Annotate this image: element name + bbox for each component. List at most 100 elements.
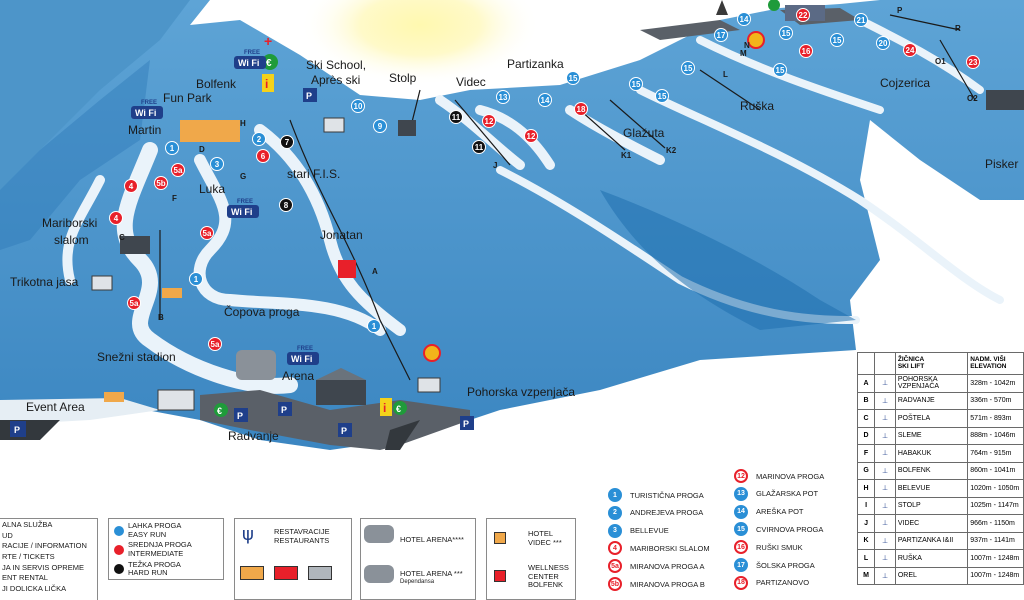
trail-marker: 5b	[154, 176, 168, 190]
service-legend-item: RACIJE / INFORMATION	[2, 541, 87, 551]
trail-marker: 1	[367, 319, 381, 333]
trail-marker: 6	[256, 149, 270, 163]
lift-letter: B	[158, 313, 164, 322]
trail-marker: 17	[714, 28, 728, 42]
lift-name-cell: OREL	[894, 566, 969, 585]
place-label: Pohorska vzpenjača	[467, 385, 575, 399]
run-legend-sl: LAHKA PROGA	[128, 521, 182, 530]
hotel-arena-label: HOTEL ARENA****	[400, 535, 464, 544]
lift-name-cell: RADVANJE	[894, 391, 969, 410]
trail-number: 17	[717, 31, 726, 40]
trail-number: 15	[632, 80, 641, 89]
run-name: ŠOLSKA PROGA	[756, 560, 815, 570]
legend-services-box	[0, 518, 98, 600]
trail-number: 1	[170, 144, 175, 153]
sun-glow	[300, 0, 540, 85]
lift-col-icon	[874, 352, 896, 375]
lift-letter: R	[955, 24, 961, 33]
run-name: TURISTIČNA PROGA	[630, 490, 704, 500]
run-list-row: 17 ŠOLSKA PROGA	[734, 558, 815, 572]
lift-letter-cell: B	[856, 391, 876, 410]
trail-marker: 20	[876, 36, 890, 50]
trail-marker: 13	[496, 90, 510, 104]
lift-icon: ⊥	[874, 426, 896, 445]
service-legend-item: ALNA SLUŽBA	[2, 520, 53, 529]
run-name: MARINOVA PROGA	[756, 471, 825, 481]
trail-marker: 14	[538, 93, 552, 107]
trail-marker: 3	[210, 157, 224, 171]
wellness-icon	[494, 570, 506, 582]
lift-name-cell: POŠTELA	[894, 409, 969, 428]
lift-elev-cell: 1007m - 1248m	[967, 549, 1024, 568]
trail-marker: 1	[165, 141, 179, 155]
service-legend-item: UD	[2, 530, 13, 540]
trail-marker: 12	[482, 114, 496, 128]
hut-red-icon	[274, 566, 298, 580]
lift-elev-cell: 860m - 1041m	[967, 461, 1024, 480]
run-name: RUŠKI SMUK	[756, 542, 803, 552]
run-number-badge: 5b	[608, 577, 622, 591]
trail-number: 11	[452, 113, 461, 122]
hotel-dependansa-name: HOTEL ARENA ***	[400, 569, 463, 578]
place-label: Ruška	[740, 99, 774, 113]
run-number-badge: 17	[734, 558, 748, 572]
trail-number: 15	[658, 92, 667, 101]
trail-number: 5a	[211, 340, 220, 349]
wellness-l2: CENTER	[528, 571, 559, 581]
run-color-dot	[114, 544, 124, 555]
service-legend-item: JI DOLICKA LIČKA	[2, 583, 67, 593]
run-number-badge: 12	[734, 469, 748, 483]
run-name: ANDREJEVA PROGA	[630, 508, 704, 518]
lift-icon: ⊥	[874, 549, 896, 568]
lift-col-letter	[856, 352, 876, 375]
trail-marker: 7	[280, 135, 294, 149]
trail-marker: 5a	[208, 337, 222, 351]
trail-marker: 4	[109, 211, 123, 225]
service-legend-item: JA IN SERVIS OPREME	[2, 562, 84, 572]
service-legend-item: ENT RENTAL	[2, 573, 48, 583]
hotel-videc-icon	[494, 532, 506, 544]
trail-marker: 15	[655, 89, 669, 103]
run-name: AREŠKA POT	[756, 507, 804, 517]
wifi-free-text: FREE	[297, 346, 313, 352]
place-label: Videc	[456, 75, 486, 89]
lift-letter: P	[897, 6, 903, 15]
hut-icons	[240, 566, 332, 580]
trail-number: 5a	[174, 166, 183, 175]
lift-letter: F	[172, 194, 177, 203]
lift-letter: O2	[967, 94, 978, 103]
place-label: Partizanka	[507, 57, 564, 71]
run-name: BELLEVUE	[630, 526, 669, 536]
lift-icon: ⊥	[874, 479, 896, 498]
lift-elev-cell: 764m - 915m	[967, 444, 1024, 463]
lift-name-cell: PARTIZANKA I&II	[894, 531, 969, 550]
trail-marker: 15	[830, 33, 844, 47]
hotel-videc-l1: HOTEL	[528, 529, 554, 538]
lift-letter-cell: G	[856, 461, 876, 480]
sun-icon	[423, 344, 441, 362]
place-label: Bolfenk	[196, 77, 237, 91]
lift-icon: ⊥	[874, 444, 896, 463]
trail-marker: 24	[903, 43, 917, 57]
lift-letter-cell: M	[856, 566, 876, 585]
run-legend-en: INTERMEDIATE	[128, 548, 184, 558]
run-number-badge: 4	[608, 541, 622, 556]
lift-icon: ⊥	[874, 391, 896, 410]
trail-number: 24	[906, 46, 915, 55]
lift-letter-cell: L	[856, 549, 876, 568]
lift-name-cell: STOLP	[894, 496, 969, 515]
place-label: Arena	[282, 369, 314, 383]
trail-marker: 23	[966, 55, 980, 69]
lift-letter-cell: I	[856, 496, 876, 515]
lift-letter-cell: F	[856, 444, 876, 463]
run-legend-sl: SREDNJA PROGA	[128, 540, 192, 550]
